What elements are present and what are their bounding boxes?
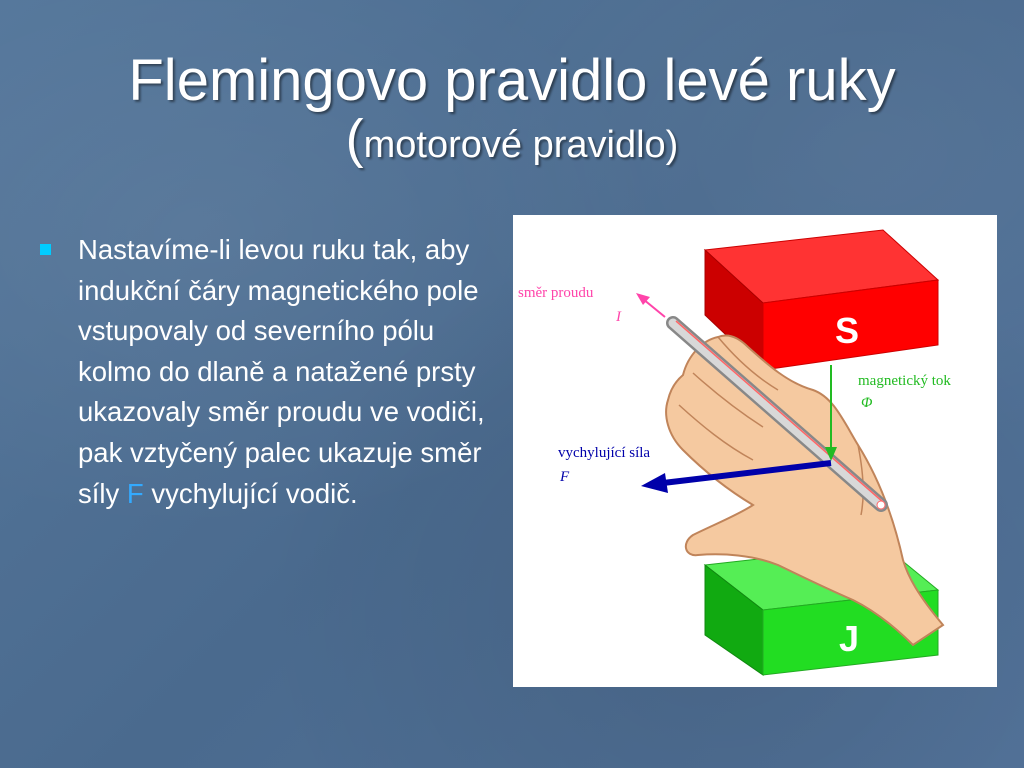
fleming-figure: S J magnetický tok Φ [513,215,997,687]
body-highlight-f: F [126,477,144,509]
bullet-text: Nastavíme-li levou ruku tak, aby indukčn… [78,230,500,514]
subtitle-text: motorové pravidlo) [363,124,679,166]
slide-subtitle: (motorové pravidlo) [0,112,1024,170]
force-symbol: F [559,469,570,485]
body-text-before: Nastavíme-li levou ruku tak, aby indukčn… [78,234,485,509]
bullet-content: Nastavíme-li levou ruku tak, aby indukčn… [40,230,500,514]
force-label: vychylující síla [558,445,650,461]
current-label: směr proudu [518,285,594,301]
bullet-square-icon [40,244,51,255]
magnet-s-label: S [835,310,859,351]
force-arrow: vychylující síla F [558,445,832,493]
current-symbol: I [615,309,622,325]
flux-arrow: magnetický tok Φ [825,365,951,461]
subtitle-paren: ( [345,109,364,169]
conductor-rod [666,316,888,512]
flux-symbol: Φ [861,395,873,411]
flux-label: magnetický tok [858,373,951,389]
current-arrow: směr proudu I [518,285,666,325]
body-text-after: vychylující vodič. [143,477,358,509]
fleming-diagram: S J magnetický tok Φ [518,229,951,676]
magnet-j-label: J [839,618,859,659]
title-block: Flemingovo pravidlo levé ruky (motorové … [0,48,1024,170]
slide-title: Flemingovo pravidlo levé ruky [128,48,896,113]
magnet-s: S [703,229,940,372]
